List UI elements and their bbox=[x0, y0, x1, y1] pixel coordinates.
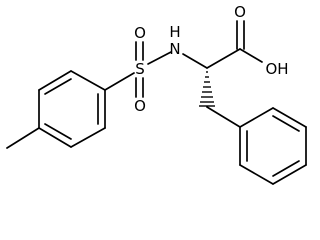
ring-a-double-1 bbox=[44, 78, 72, 95]
sulfonyl-oxygen-top-label: O bbox=[134, 24, 146, 42]
structure-diagram: S O O N H O OH bbox=[6, 3, 307, 185]
bond-sulfur-to-nitrogen bbox=[147, 51, 172, 65]
ring-a-double-3 bbox=[44, 123, 72, 140]
bond-methyl bbox=[6, 127, 40, 149]
carbonyl-oxygen-label: O bbox=[234, 3, 246, 21]
stereo-hashed-wedge bbox=[199, 71, 215, 107]
ring-b-bond-3 bbox=[272, 164, 307, 185]
ring-a-bond-3 bbox=[70, 70, 106, 91]
ring-a-bond-5 bbox=[70, 127, 106, 148]
nitrogen-hydrogen-label: H bbox=[169, 23, 180, 41]
ring-b-bond-6 bbox=[239, 107, 274, 128]
sulfur-label: S bbox=[135, 60, 145, 78]
sulfonyl-oxygen-bottom-label: O bbox=[134, 97, 146, 115]
bond-alpha-to-carboxyl-carbon bbox=[206, 48, 241, 69]
bond-nitrogen-to-alpha-carbon bbox=[182, 53, 208, 69]
sulfonyl-group: S O O bbox=[104, 24, 172, 115]
tolyl-ring bbox=[6, 70, 106, 149]
ring-b-double-2 bbox=[272, 160, 300, 177]
phenyl-ring bbox=[206, 106, 307, 185]
bond-methylene-to-ring bbox=[206, 106, 241, 128]
bond-carboxyl-to-hydroxyl bbox=[239, 48, 263, 63]
bond-ring-to-sulfur bbox=[104, 72, 135, 91]
ring-b-bond-2 bbox=[239, 164, 274, 185]
carboxylic-acid-group: O OH bbox=[206, 3, 289, 78]
ring-a-bond-6 bbox=[38, 127, 72, 148]
hydroxyl-label: OH bbox=[265, 60, 288, 78]
ring-a-bond-2 bbox=[38, 70, 72, 91]
nitrogen-label: N bbox=[169, 40, 180, 58]
ring-b-bond-5 bbox=[272, 107, 307, 128]
amine-group: N H bbox=[169, 23, 208, 69]
ring-b-double-3 bbox=[272, 115, 300, 132]
